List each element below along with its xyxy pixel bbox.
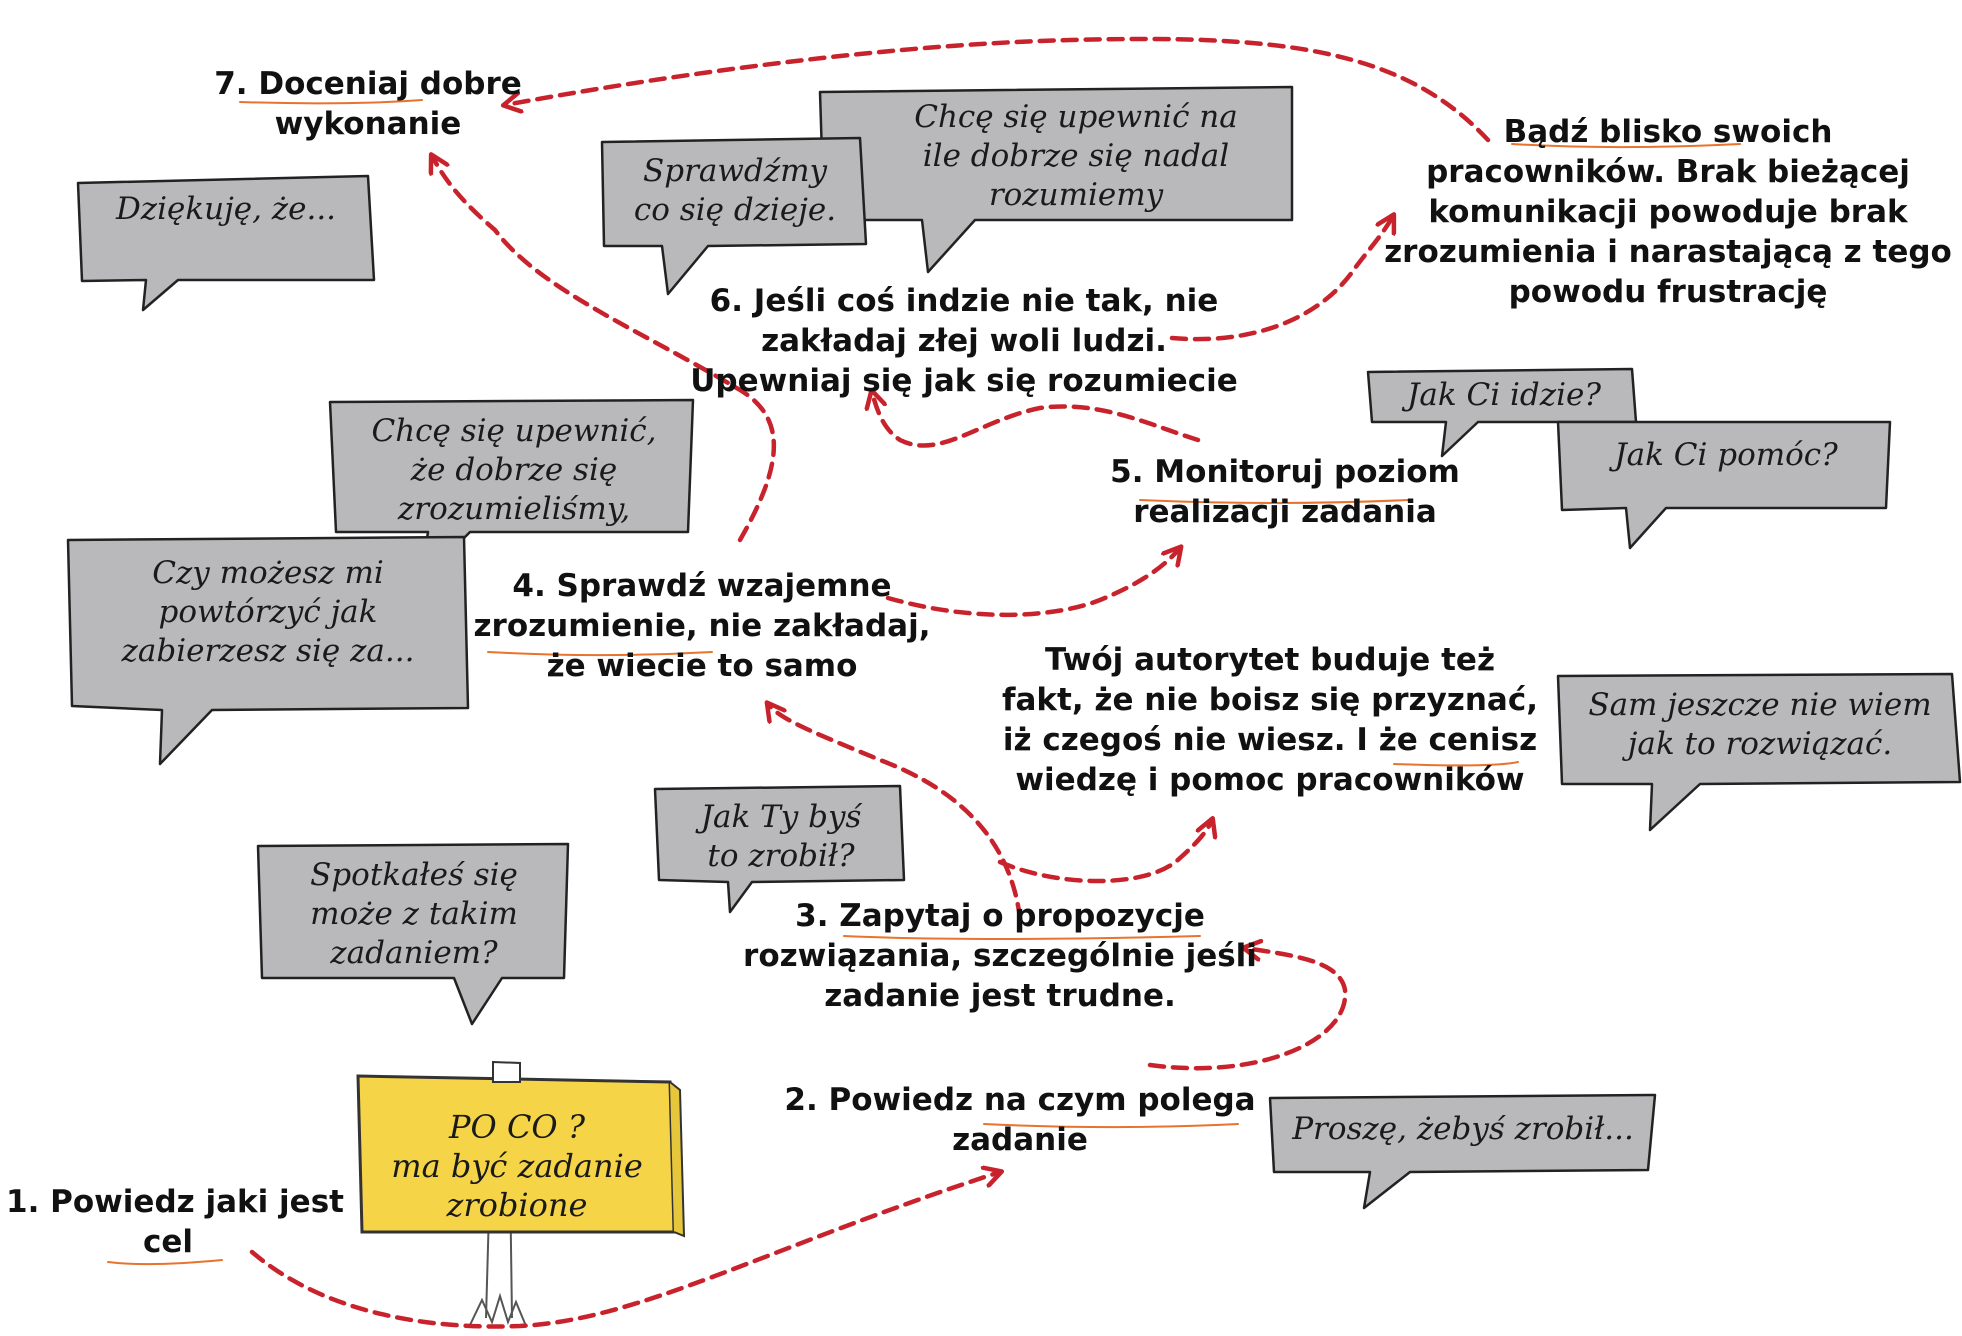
step-5-label: 5. Monitoruj poziom realizacji zadania [1110, 454, 1460, 530]
step-6-label: 6. Jeśli coś indzie nie tak, nie zakłada… [690, 283, 1238, 399]
arrow-4-to-7 [432, 156, 776, 543]
speech-bubble-prosze [1268, 1093, 1657, 1210]
underline-monitoruj [1139, 499, 1409, 504]
speech-bubble-sprawdzmy [600, 136, 868, 296]
step-1-label: 1. Powiedz jaki jest cel [6, 1184, 344, 1260]
underline-na-czym [983, 1123, 1239, 1128]
arrow-2-to-3 [1147, 948, 1348, 1071]
arrow-5-to-6 [872, 392, 1201, 448]
underline-zrozumienie [487, 651, 713, 656]
arrow-3-to-note [997, 820, 1212, 884]
step-2-label: 2. Powiedz na czym polega zadanie [784, 1082, 1256, 1158]
arrow-4-to-5 [885, 548, 1180, 618]
speech-bubble-czy-mozesz [66, 535, 470, 766]
note-blisko: Bądź blisko swoich pracowników. Brak bie… [1384, 114, 1952, 310]
bubble-text-chce-nadal: Chcę się upewnić na ile dobrze się nadal… [914, 99, 1238, 213]
bubble-text-prosze: Proszę, żebyś zrobił... [1292, 1111, 1634, 1147]
sign-text: PO CO ? ma być zadanie zrobione [391, 1108, 643, 1224]
speech-bubble-sam-jeszcze [1556, 672, 1962, 832]
underline-doceniaj [239, 99, 423, 105]
step-3-label: 3. Zapytaj o propozycje rozwiązania, szc… [743, 898, 1257, 1014]
bubble-text-jak-ty: Jak Ty byś to zrobił? [700, 799, 862, 874]
speech-bubble-dziekuje [76, 174, 376, 312]
bubble-text-dziekuje: Dziękuję, że... [115, 191, 337, 227]
bubble-text-chce-upewnic: Chcę się upewnić, że dobrze się zrozumie… [371, 413, 657, 527]
speech-bubble-jak-idzie [1366, 367, 1638, 458]
arrow-6-to-note [1169, 216, 1393, 342]
bubble-text-jak-idzie: Jak Ci idzie? [1406, 377, 1601, 413]
speech-bubble-jak-ty [653, 784, 906, 914]
underline-cel [107, 1259, 223, 1266]
step-4-label: 4. Sprawdź wzajemne zrozumienie, nie zak… [473, 568, 931, 684]
arrow-1-to-2 [249, 1172, 1000, 1329]
underline-cenisz [1393, 761, 1519, 767]
note-autorytet: Twój autorytet buduje też fakt, że nie b… [1002, 642, 1538, 798]
speech-bubble-spotkales [256, 842, 570, 1026]
bubble-text-jak-pomoc: Jak Ci pomóc? [1614, 437, 1838, 473]
bubble-text-sam-jeszcze: Sam jeszcze nie wiem jak to rozwiązać. [1588, 687, 1932, 762]
bubble-text-spotkales: Spotkałeś się może z takim zadaniem? [310, 857, 518, 971]
underline-zapytaj [843, 935, 1201, 940]
step-7-label: 7. Doceniaj dobre wykonanie [214, 66, 522, 142]
arrow-3-to-4 [768, 704, 1023, 921]
arrow-note-to-7 [505, 36, 1491, 143]
signpost-icon [356, 1060, 686, 1327]
underline-blisko [1511, 143, 1741, 148]
bubble-text-czy-mozesz: Czy możesz mi powtórzyć jak zabierzesz s… [121, 555, 415, 669]
bubble-text-sprawdzmy: Sprawdźmy co się dzieje. [633, 153, 837, 228]
speech-bubble-jak-pomoc [1556, 420, 1892, 550]
